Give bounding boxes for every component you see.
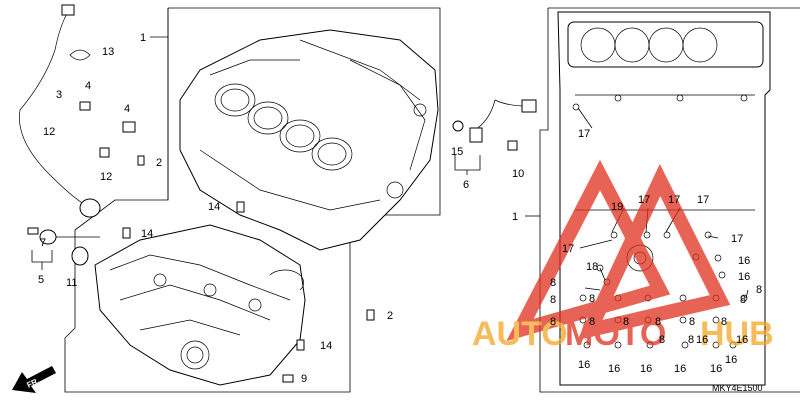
callout-16-g: 16 xyxy=(608,363,620,375)
callout-15: 15 xyxy=(451,146,463,158)
callout-16-f: 16 xyxy=(640,363,652,375)
bracket-lines xyxy=(31,7,800,393)
watermark-text-auto: AUTO xyxy=(472,315,568,353)
callout-17-e: 17 xyxy=(731,233,743,245)
callout-8-m: 8 xyxy=(659,334,665,346)
callout-labels: 1 1 2 2 3 4 4 5 6 7 8 8 8 8 8 8 8 8 8 8 … xyxy=(38,32,763,393)
callout-17-c: 17 xyxy=(668,194,680,206)
callout-8-k: 8 xyxy=(740,294,746,306)
callout-1-main: 1 xyxy=(140,32,146,44)
watermark-text-hub: HUB xyxy=(700,315,774,353)
callout-1-side: 1 xyxy=(512,211,518,223)
callout-8-l: 8 xyxy=(688,334,694,346)
callout-10: 10 xyxy=(512,168,524,180)
callout-19: 19 xyxy=(611,201,623,213)
upper-crankcase xyxy=(179,29,439,251)
callout-16-d: 16 xyxy=(710,363,722,375)
callout-9: 9 xyxy=(301,373,307,385)
callout-17-f: 17 xyxy=(562,243,574,255)
callout-14-a: 14 xyxy=(208,201,220,213)
callout-7: 7 xyxy=(40,237,46,249)
callout-12-a: 12 xyxy=(43,126,55,138)
callout-16-a: 16 xyxy=(738,255,750,267)
callout-17-d: 17 xyxy=(697,194,709,206)
callout-8-i: 8 xyxy=(721,316,727,328)
callout-8-b: 8 xyxy=(550,294,556,306)
diagram-code: MKY4E1500 xyxy=(712,383,763,393)
callout-12-b: 12 xyxy=(100,171,112,183)
watermark: AUTO MOTO HUB xyxy=(472,159,774,353)
callout-14-b: 14 xyxy=(141,228,153,240)
callout-16-e: 16 xyxy=(674,363,686,375)
callout-8-a: 8 xyxy=(550,277,556,289)
callout-11: 11 xyxy=(66,277,77,289)
callout-8-f: 8 xyxy=(623,316,629,328)
callout-8-d: 8 xyxy=(589,293,595,305)
callout-8-e: 8 xyxy=(589,316,595,328)
callout-16-c: 16 xyxy=(725,354,737,366)
callout-2-lower: 2 xyxy=(387,310,393,322)
callout-4-a: 4 xyxy=(85,80,91,92)
callout-3: 3 xyxy=(56,89,62,101)
callout-5: 5 xyxy=(38,274,44,286)
callout-16-b: 16 xyxy=(738,271,750,283)
callout-14-c: 14 xyxy=(320,340,332,352)
callout-2-upper: 2 xyxy=(156,157,162,169)
callout-8-g: 8 xyxy=(655,316,661,328)
small-parts xyxy=(19,4,537,383)
callout-17-b: 17 xyxy=(638,194,650,206)
callout-8-c: 8 xyxy=(550,316,556,328)
callout-16-h: 16 xyxy=(578,359,590,371)
lower-crankcase xyxy=(94,224,306,386)
callout-6: 6 xyxy=(463,179,469,191)
watermark-text-moto: MOTO xyxy=(565,315,666,353)
callout-4-b: 4 xyxy=(124,103,130,115)
callout-8-j: 8 xyxy=(756,284,762,296)
front-arrow: FR. xyxy=(12,366,56,393)
callout-8-h: 8 xyxy=(689,316,695,328)
callout-13: 13 xyxy=(102,46,114,58)
callout-16-i: 16 xyxy=(696,334,708,346)
callout-16-j: 16 xyxy=(736,334,748,346)
callout-18: 18 xyxy=(586,261,598,273)
callout-17-a: 17 xyxy=(578,128,590,140)
